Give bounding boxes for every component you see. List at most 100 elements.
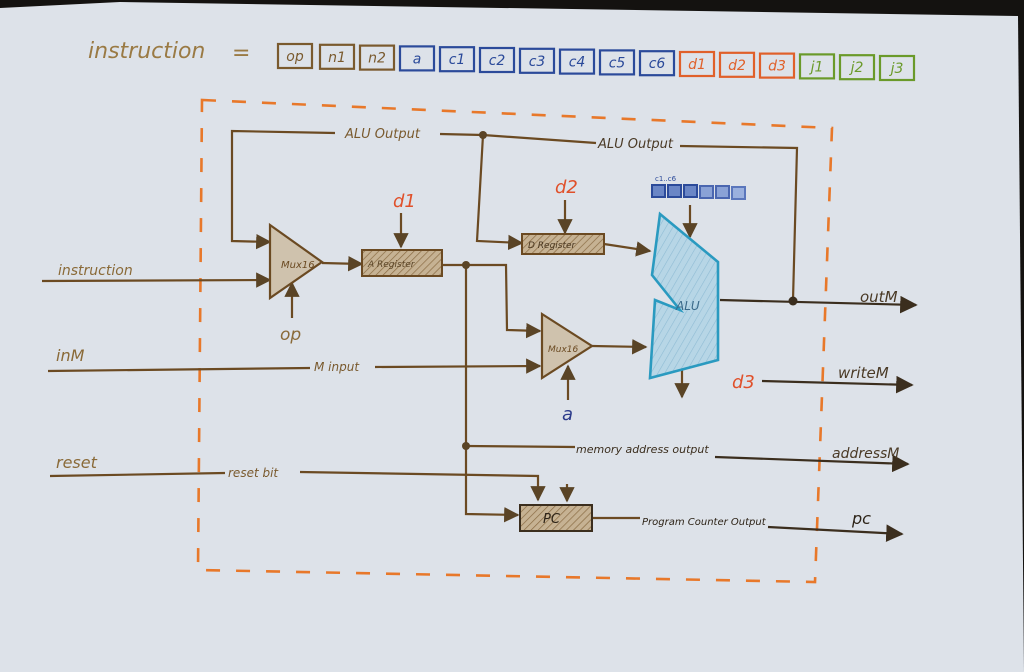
- mux2: Mux16: [540, 311, 595, 381]
- wire-outm: [719, 295, 918, 314]
- output-outm-label: outM: [860, 288, 898, 306]
- wire-label-alu-output-2: ALU Output: [597, 137, 674, 152]
- alu: ALU: [648, 211, 720, 380]
- mux2-label: Mux16: [548, 345, 579, 355]
- wire-reset-right: [299, 470, 546, 502]
- bit-field-box: [358, 44, 396, 71]
- bit-field-label: d3: [768, 59, 786, 75]
- bit-field-op: op: [276, 42, 314, 70]
- wire-d-to-alu: [603, 241, 652, 257]
- wire-label-program-counter-output: Program Counter Output: [642, 517, 767, 528]
- bit-field-label: j2: [849, 60, 864, 76]
- instruction-bit-fields: op n1 n2 a c1 c2 c3 c4 c5 c6 d1 d2 d3 j1 j2 j3: [276, 42, 916, 82]
- bit-field-box: [598, 49, 636, 76]
- bit-field-label: op: [286, 49, 304, 65]
- bit-field-box: [678, 50, 716, 78]
- d-register: D Register: [521, 233, 605, 255]
- op-label: op: [280, 325, 301, 345]
- output-pc-label: pc: [851, 509, 871, 528]
- wire-instruction: [41, 272, 272, 288]
- bit-field-d2: d2: [718, 51, 756, 78]
- wire-inm-right: [374, 358, 542, 374]
- bit-field-box: [878, 54, 916, 82]
- bit-field-label: a: [413, 51, 422, 67]
- bit-field-c3: c3: [518, 47, 556, 74]
- input-instruction-label: instruction: [58, 263, 133, 279]
- bit-field-box: [838, 54, 876, 81]
- output-addressm-label: addressM: [832, 446, 899, 462]
- d2-label: d2: [555, 177, 578, 198]
- cpu-boundary: [196, 98, 834, 584]
- input-reset-label: reset: [56, 453, 98, 472]
- wire-a-to-mux2: [442, 263, 542, 339]
- bit-field-label: c4: [569, 55, 586, 71]
- bit-field-label: c6: [649, 56, 666, 72]
- bit-field-c2: c2: [478, 46, 516, 74]
- alu-label: ALU: [675, 299, 700, 313]
- junction-dot: [462, 261, 470, 269]
- wire-addressm: [714, 454, 910, 473]
- bit-field-label: d1: [688, 57, 706, 73]
- bit-field-c5: c5: [598, 49, 636, 76]
- bit-field-j2: j2: [838, 54, 876, 81]
- bit-field-box: [478, 46, 516, 74]
- bit-field-n2: n2: [358, 44, 396, 71]
- d3-label: d3: [732, 372, 755, 393]
- wire-mux1-to-a: [321, 255, 364, 272]
- bit-field-label: j3: [889, 61, 904, 77]
- bit-field-box: [276, 42, 314, 70]
- bit-field-c4: c4: [558, 48, 596, 75]
- wire-alu-feedback-mux1: [230, 129, 336, 250]
- wire-address-left: [465, 444, 576, 449]
- alu-control-bits: c1..c6: [651, 175, 746, 200]
- bit-field-j3: j3: [878, 54, 916, 82]
- bit-field-box: [398, 45, 436, 72]
- wire-inm-left: [47, 366, 311, 373]
- pc-label: PC: [543, 512, 561, 527]
- bit-field-box: [798, 53, 836, 80]
- program-counter: PC: [519, 504, 593, 532]
- bit-field-label: n1: [328, 50, 346, 66]
- bit-field-d1: d1: [678, 50, 716, 78]
- junction-dot: [479, 131, 487, 139]
- bit-field-label: c5: [609, 55, 626, 71]
- wire-alu-to-d: [475, 134, 524, 251]
- bit-field-n1: n1: [318, 43, 356, 70]
- wire-writem: [761, 375, 914, 394]
- alu-control-label: c1..c6: [655, 175, 677, 183]
- bit-field-box: [438, 46, 476, 73]
- junctions: [462, 131, 798, 450]
- bit-field-label: j1: [809, 59, 824, 75]
- bit-field-label: c3: [529, 54, 546, 70]
- wire-alu-output-top: [439, 132, 484, 137]
- equals-sign: =: [232, 41, 250, 66]
- a-register: A Register: [361, 249, 443, 277]
- bit-field-d3: d3: [758, 52, 796, 79]
- a-control-label: a: [562, 404, 573, 425]
- bit-field-box: [638, 50, 676, 77]
- wire-label-alu-output-1: ALU Output: [344, 127, 421, 142]
- output-writem-label: writeM: [838, 364, 889, 382]
- bit-field-box: [558, 48, 596, 75]
- bit-field-box: [718, 51, 756, 78]
- wires: [41, 129, 918, 542]
- wire-a-to-pc: [464, 265, 520, 523]
- bit-field-c1: c1: [438, 46, 476, 73]
- wire-alu-output-top2: [482, 133, 597, 145]
- bit-field-label: c1: [449, 52, 466, 68]
- mux1-label: Mux16: [281, 260, 315, 271]
- junction-dot: [462, 442, 470, 450]
- bit-field-c6: c6: [638, 50, 676, 77]
- bit-field-j1: j1: [798, 53, 836, 80]
- wire-pc-out: [767, 524, 904, 542]
- wire-label-reset-bit: reset bit: [228, 466, 279, 480]
- bit-field-a: a: [398, 45, 436, 72]
- wire-label-m-input: M input: [314, 360, 360, 374]
- wire-reset-left: [49, 471, 226, 478]
- mux1: Mux16: [268, 222, 324, 301]
- bit-field-label: d2: [728, 58, 746, 74]
- wire-label-memory-address-output: memory address output: [576, 443, 709, 456]
